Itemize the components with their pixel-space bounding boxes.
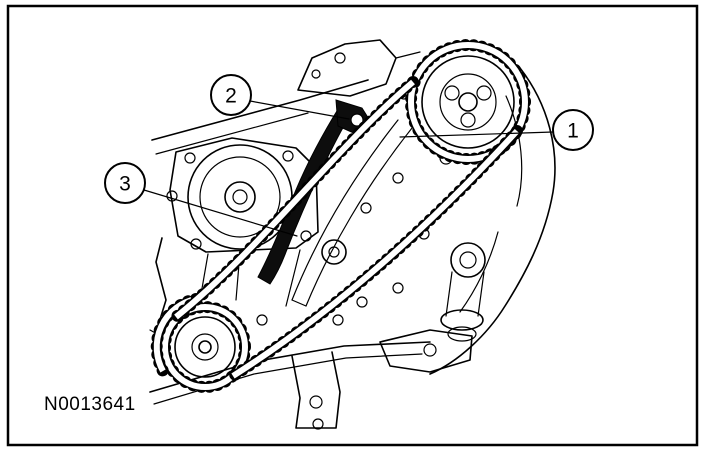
top-bracket <box>297 39 421 97</box>
callout-1-circle <box>552 109 594 151</box>
callout-3: 3 <box>104 162 298 237</box>
callout-1: 1 <box>399 109 594 151</box>
callout-2-leader <box>249 100 350 120</box>
crankshaft-sprocket <box>174 316 236 378</box>
callout-3-circle <box>104 162 146 204</box>
figure-id-label: N0013641 <box>44 394 136 415</box>
callout-2-label: 2 <box>225 85 237 108</box>
callout-2-circle <box>210 74 252 116</box>
callout-1-label: 1 <box>567 120 579 143</box>
callout-1-leader <box>399 131 554 138</box>
tensioner-bolt-hole <box>350 113 364 127</box>
callout-3-leader <box>143 189 298 237</box>
thermostat-housing <box>440 242 486 342</box>
bottom-mount-tab <box>291 351 341 430</box>
camshaft-sprocket <box>421 55 515 149</box>
chain-guide-rail <box>291 119 413 307</box>
lower-right-bracket <box>379 329 473 373</box>
callout-2: 2 <box>210 74 350 120</box>
callout-3-label: 3 <box>119 173 131 196</box>
timing-chain <box>150 39 531 393</box>
diagram-frame <box>6 4 699 447</box>
